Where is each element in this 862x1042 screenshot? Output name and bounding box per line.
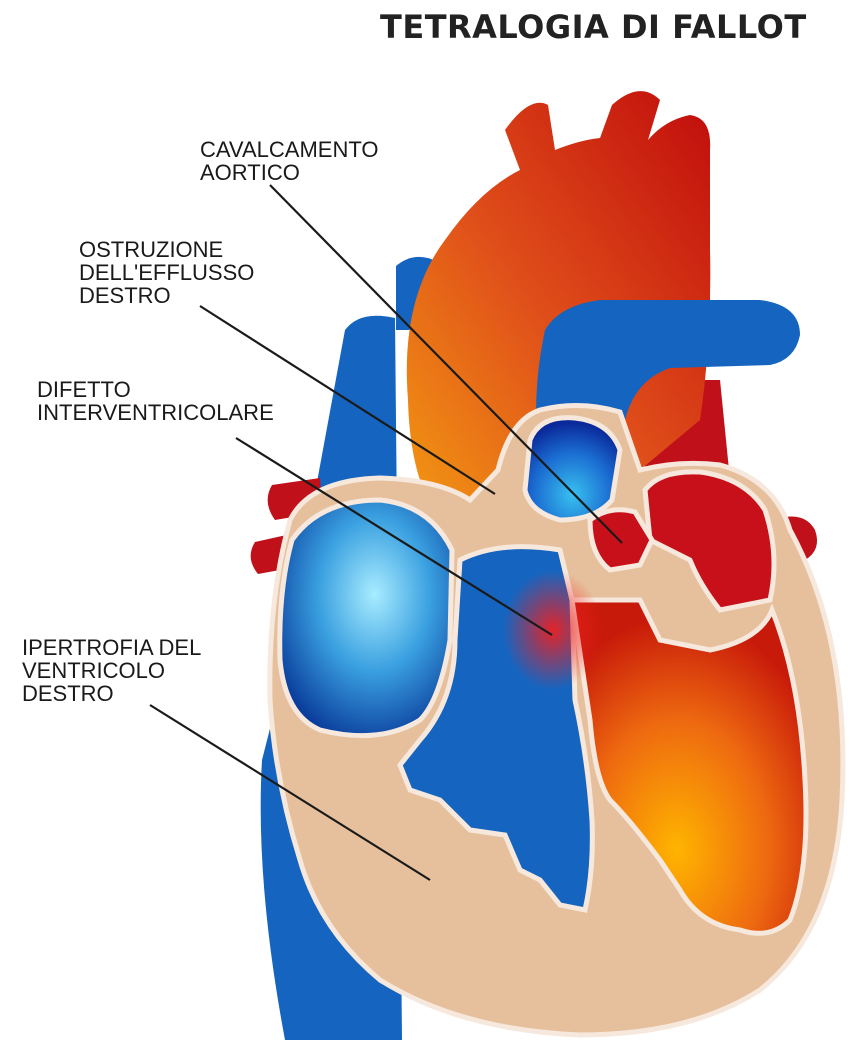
label-line: IPERTROFIA DEL bbox=[22, 636, 201, 659]
vsd-mixing bbox=[503, 570, 603, 690]
diagram-title: TETRALOGIA DI FALLOT bbox=[380, 8, 850, 46]
label-line: INTERVENTRICOLARE bbox=[37, 401, 274, 424]
label-line: AORTICO bbox=[200, 161, 378, 184]
label-line: DIFETTO bbox=[37, 378, 274, 401]
label-line: OSTRUZIONE bbox=[79, 238, 254, 261]
label-line: VENTRICOLO bbox=[22, 659, 201, 682]
label-rv-hypertrophy: IPERTROFIA DEL VENTRICOLO DESTRO bbox=[22, 636, 201, 705]
label-outflow-obstruction: OSTRUZIONE DELL'EFFLUSSO DESTRO bbox=[79, 238, 254, 307]
pulmonary-valve-chamber bbox=[525, 418, 620, 520]
label-line: CAVALCAMENTO bbox=[200, 138, 378, 161]
label-line: DESTRO bbox=[79, 284, 254, 307]
label-aortic-override: CAVALCAMENTO AORTICO bbox=[200, 138, 378, 184]
right-atrium bbox=[280, 500, 452, 736]
label-line: DELL'EFFLUSSO bbox=[79, 261, 254, 284]
label-line: DESTRO bbox=[22, 682, 201, 705]
label-vsd: DIFETTO INTERVENTRICOLARE bbox=[37, 378, 274, 424]
